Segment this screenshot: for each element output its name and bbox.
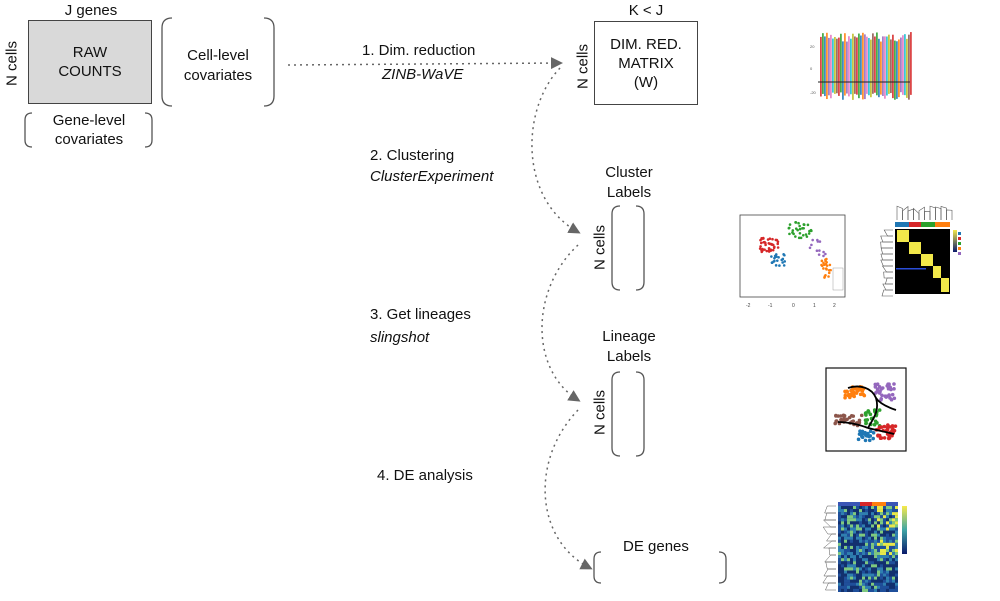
de-bracket-right (718, 551, 727, 584)
step-2-tool: ClusterExperiment (370, 168, 494, 185)
cluster-labels-line2: Labels (606, 184, 652, 201)
cell-cov-bracket-left (161, 17, 173, 107)
lineage-n-cells-label: N cells (591, 390, 609, 436)
step-3-title: 3. Get lineages (370, 306, 471, 323)
step-1-tool: ZINB-WaVE (382, 66, 464, 83)
raw-counts-line1: RAW (72, 44, 108, 61)
cell-covariates-line2: covariates (183, 67, 253, 84)
lineage-labels-line1: Lineage (602, 328, 656, 345)
raw-counts-box: RAW COUNTS (28, 20, 152, 104)
arrow-lineages (541, 244, 581, 402)
cell-cov-bracket-right (263, 17, 275, 107)
raw-counts-line2: COUNTS (58, 63, 122, 80)
lineage-bracket-left (611, 371, 621, 457)
de-bracket-left (593, 551, 602, 584)
step-1-title: 1. Dim. reduction (362, 42, 476, 59)
arrow-dim-reduction (287, 57, 563, 70)
dim-n-cells-label: N cells (574, 44, 592, 90)
dim-red-matrix-box: DIM. RED. MATRIX (W) (594, 21, 698, 105)
cell-covariates-line1: Cell-level (187, 47, 249, 64)
dim-line2: MATRIX (618, 54, 674, 72)
lineage-bracket-right (635, 371, 645, 457)
gene-cov-bracket-left (24, 112, 33, 148)
arrow-clustering (531, 67, 581, 234)
step-2-title: 2. Clustering (370, 147, 455, 164)
dim-line1: DIM. RED. (610, 35, 682, 53)
j-genes-label: J genes (64, 2, 118, 19)
cluster-bracket-left (611, 205, 621, 291)
cell-covariates: Cell-level covariates (166, 46, 270, 86)
raw-n-cells-label: N cells (3, 41, 21, 87)
cluster-bracket-right (635, 205, 645, 291)
step-3-tool: slingshot (370, 329, 430, 346)
step-4-title: 4. DE analysis (377, 467, 473, 484)
arrow-de (544, 409, 593, 570)
gene-covariates: Gene-level covariates (30, 111, 148, 149)
gene-cov-bracket-right (144, 112, 153, 148)
gene-covariates-line1: Gene-level (52, 112, 126, 129)
k-lt-j-label: K < J (628, 2, 664, 19)
cluster-n-cells-label: N cells (591, 225, 609, 271)
gene-covariates-line2: covariates (54, 131, 124, 148)
lineage-labels-title: Lineage Labels (590, 327, 668, 367)
de-genes-label: DE genes (623, 538, 689, 555)
cluster-labels-line1: Cluster (605, 164, 653, 181)
cluster-labels-title: Cluster Labels (590, 163, 668, 203)
dim-line3: (W) (633, 73, 659, 91)
lineage-labels-line2: Labels (606, 348, 652, 365)
